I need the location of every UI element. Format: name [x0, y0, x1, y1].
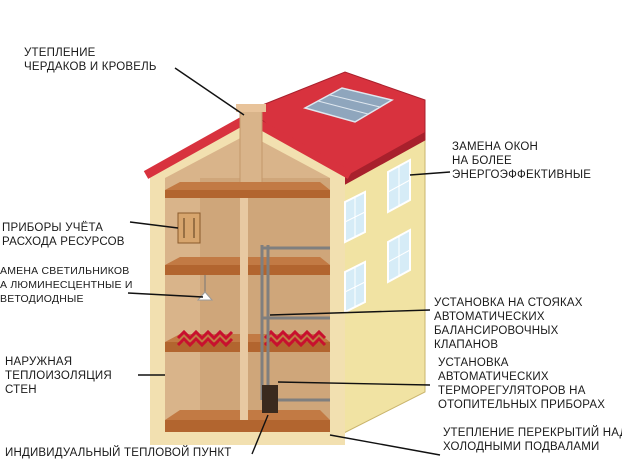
- label-attic-insulation: УТЕПЛЕНИЕ ЧЕРДАКОВ И КРОВЕЛЬ: [24, 46, 157, 74]
- label-line: ХОЛОДНЫМИ ПОДВАЛАМИ: [443, 441, 600, 453]
- label-window-replacement: ЗАМЕНА ОКОН НА БОЛЕЕ ЭНЕРГОЭФФЕКТИВНЫЕ: [452, 140, 591, 182]
- label-line: НА БОЛЕЕ: [452, 155, 512, 167]
- label-line: ПРИБОРЫ УЧЁТА: [2, 222, 104, 234]
- leader-lines: [127, 67, 451, 456]
- floor-heating: [176, 329, 327, 348]
- label-line: АМЕНА СВЕТИЛЬНИКОВ: [0, 265, 130, 277]
- solar-panel: [303, 87, 394, 123]
- label-line: ЗАМЕНА ОКОН: [452, 141, 539, 153]
- label-line: ИНДИВИДУАЛЬНЫЙ ТЕПЛОВОЙ ПУНКТ: [5, 447, 232, 459]
- roof-edge: [330, 132, 425, 188]
- lamp: [196, 291, 214, 301]
- label-line: А ЛЮМИНЕСЦЕНТНЫЕ И: [0, 279, 133, 291]
- label-lamp-replacement: АМЕНА СВЕТИЛЬНИКОВ А ЛЮМИНЕСЦЕНТНЫЕ И ВЕ…: [0, 264, 133, 306]
- label-line: РАСХОДА РЕСУРСОВ: [2, 236, 125, 248]
- label-line: ТЕРМОРЕГУЛЯТОРОВ НА: [438, 385, 586, 397]
- label-line: НАРУЖНАЯ: [5, 356, 73, 368]
- chimney: [239, 107, 263, 189]
- heat-unit: [262, 385, 278, 413]
- label-line: УТЕПЛЕНИЕ: [24, 47, 96, 59]
- meter-box: [177, 212, 201, 244]
- label-line: УСТАНОВКА: [438, 357, 509, 369]
- label-basement-insulation: УТЕПЛЕНИЕ ПЕРЕКРЫТИЙ НАД ХОЛОДНЫМИ ПОДВА…: [443, 426, 622, 454]
- label-line: КЛАПАНОВ: [434, 339, 499, 351]
- label-line: УТЕПЛЕНИЕ ПЕРЕКРЫТИЙ НАД: [443, 427, 622, 439]
- label-line: БАЛАНСИРОВОЧНЫХ: [434, 325, 559, 337]
- label-line: ЭНЕРГОЭФФЕКТИВНЫЕ: [452, 169, 592, 181]
- riser-pipes: [260, 245, 330, 402]
- partition: [240, 198, 248, 420]
- label-line: ТЕПЛОИЗОЛЯЦИЯ: [5, 370, 112, 382]
- label-balancing-valves: УСТАНОВКА НА СТОЯКАХ АВТОМАТИЧЕСКИХ БАЛА…: [434, 296, 583, 352]
- label-line: ОТОПИТЕЛЬНЫХ ПРИБОРАХ: [438, 399, 606, 411]
- label-thermostats: УСТАНОВКА АВТОМАТИЧЕСКИХ ТЕРМОРЕГУЛЯТОРО…: [438, 356, 605, 412]
- label-wall-insulation: НАРУЖНАЯ ТЕПЛОИЗОЛЯЦИЯ СТЕН: [5, 355, 112, 397]
- label-line: УСТАНОВКА НА СТОЯКАХ: [434, 297, 583, 309]
- label-heat-point: ИНДИВИДУАЛЬНЫЙ ТЕПЛОВОЙ ПУНКТ: [5, 446, 232, 460]
- label-line: ЧЕРДАКОВ И КРОВЕЛЬ: [24, 61, 157, 73]
- label-line: СТЕН: [5, 384, 37, 396]
- label-line: АВТОМАТИЧЕСКИХ: [434, 311, 545, 323]
- label-line: ВЕТОДИОДНЫЕ: [0, 293, 84, 305]
- label-resource-meters: ПРИБОРЫ УЧЁТА РАСХОДА РЕСУРСОВ: [2, 221, 125, 249]
- label-line: АВТОМАТИЧЕСКИХ: [438, 371, 549, 383]
